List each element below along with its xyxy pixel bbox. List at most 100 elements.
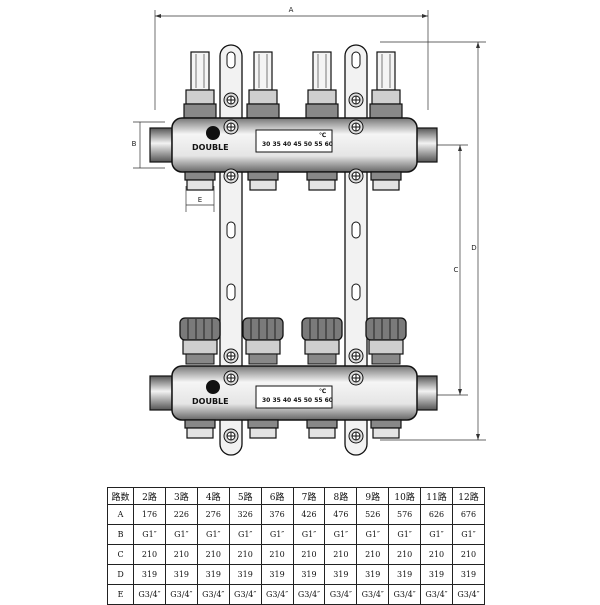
dim-label-c: C bbox=[454, 266, 459, 274]
table-cell: G1″ bbox=[324, 524, 358, 545]
table-cell: 476 bbox=[324, 504, 358, 525]
row-label-cell: D bbox=[106, 564, 135, 585]
table-cell: 176 bbox=[133, 504, 166, 525]
table-cell: G3/4″ bbox=[164, 584, 198, 605]
brand-logo-top: DOUBLE bbox=[192, 143, 229, 152]
outlet-1 bbox=[184, 171, 216, 191]
table-cell: G1″ bbox=[196, 524, 230, 545]
table-cell: 376 bbox=[260, 504, 294, 525]
table-cell: 210 bbox=[260, 544, 294, 565]
valve-handwheel-3 bbox=[301, 317, 343, 365]
header-cell-ways: 2路 bbox=[133, 487, 166, 505]
table-cell: 226 bbox=[164, 504, 198, 525]
row-label-cell: B bbox=[106, 524, 135, 545]
dim-label-b: B bbox=[132, 140, 137, 148]
table-cell: G1″ bbox=[356, 524, 390, 545]
dim-label-d: D bbox=[471, 244, 476, 252]
outlet-2 bbox=[247, 171, 279, 191]
row-label-cell: A bbox=[106, 504, 135, 525]
table-cell: 210 bbox=[356, 544, 390, 565]
return-outlet-4 bbox=[370, 419, 402, 439]
table-cell: G3/4″ bbox=[451, 584, 486, 605]
table-cell: 210 bbox=[420, 544, 453, 565]
table-cell: G3/4″ bbox=[228, 584, 262, 605]
header-cell-ways: 4路 bbox=[196, 487, 230, 505]
row-label-cell: E bbox=[106, 584, 135, 605]
flowmeter-4 bbox=[369, 51, 403, 127]
flowmeter-3 bbox=[305, 51, 339, 127]
table-cell: 210 bbox=[451, 544, 486, 565]
table-cell: 210 bbox=[388, 544, 422, 565]
table-cell: 319 bbox=[133, 564, 166, 585]
table-cell: 526 bbox=[356, 504, 390, 525]
table-cell: G1″ bbox=[388, 524, 422, 545]
row-label-cell: C bbox=[106, 544, 135, 565]
outlet-3 bbox=[306, 171, 338, 191]
flowmeter-1 bbox=[183, 51, 217, 127]
dim-label-a: A bbox=[289, 6, 294, 14]
valve-handwheel-2 bbox=[242, 317, 284, 365]
table-cell: G3/4″ bbox=[324, 584, 358, 605]
table-cell: G1″ bbox=[420, 524, 453, 545]
table-cell: 576 bbox=[388, 504, 422, 525]
table-cell: 676 bbox=[451, 504, 486, 525]
table-cell: G3/4″ bbox=[133, 584, 166, 605]
header-cell-ways: 7路 bbox=[292, 487, 326, 505]
header-cell-ways: 6路 bbox=[260, 487, 294, 505]
header-cell-ways: 11路 bbox=[420, 487, 453, 505]
temperature-scale-top: 30 35 40 45 50 55 60 bbox=[262, 141, 333, 148]
degree-unit-top: ℃ bbox=[319, 132, 326, 139]
temperature-scale-bottom: 30 35 40 45 50 55 60 bbox=[262, 397, 333, 404]
manifold-technical-drawing: A B E C D DOUBLE 30 35 40 45 50 55 60 ℃ bbox=[132, 6, 486, 456]
table-cell: 210 bbox=[228, 544, 262, 565]
table-cell: G3/4″ bbox=[196, 584, 230, 605]
table-cell: 210 bbox=[164, 544, 198, 565]
table-cell: 626 bbox=[420, 504, 453, 525]
header-cell-ways: 10路 bbox=[388, 487, 422, 505]
table-cell: G1″ bbox=[292, 524, 326, 545]
table-cell: 210 bbox=[324, 544, 358, 565]
table-cell: G3/4″ bbox=[292, 584, 326, 605]
header-cell-ways: 5路 bbox=[228, 487, 262, 505]
header-cell-ways: 8路 bbox=[324, 487, 358, 505]
table-cell: G1″ bbox=[228, 524, 262, 545]
table-cell: 319 bbox=[228, 564, 262, 585]
return-manifold-bottom: DOUBLE 30 35 40 45 50 55 60 ℃ bbox=[149, 317, 438, 444]
table-cell: 210 bbox=[292, 544, 326, 565]
header-cell-ways: 9路 bbox=[356, 487, 390, 505]
header-cell-label: 路数 bbox=[106, 487, 135, 505]
table-cell: G1″ bbox=[260, 524, 294, 545]
outlet-4 bbox=[370, 171, 402, 191]
table-cell: 276 bbox=[196, 504, 230, 525]
table-cell: 319 bbox=[420, 564, 453, 585]
flowmeter-2 bbox=[246, 51, 280, 127]
table-cell: 326 bbox=[228, 504, 262, 525]
table-cell: 319 bbox=[356, 564, 390, 585]
table-cell: 319 bbox=[324, 564, 358, 585]
return-outlet-3 bbox=[306, 419, 338, 439]
header-cell-ways: 3路 bbox=[164, 487, 198, 505]
header-cell-ways: 12路 bbox=[451, 487, 486, 505]
table-cell: 426 bbox=[292, 504, 326, 525]
table-cell: G3/4″ bbox=[388, 584, 422, 605]
table-cell: G1″ bbox=[164, 524, 198, 545]
table-cell: G3/4″ bbox=[356, 584, 390, 605]
table-cell: G1″ bbox=[133, 524, 166, 545]
table-cell: 319 bbox=[292, 564, 326, 585]
table-cell: G3/4″ bbox=[260, 584, 294, 605]
table-cell: G3/4″ bbox=[420, 584, 453, 605]
table-cell: 319 bbox=[260, 564, 294, 585]
valve-handwheel-1 bbox=[179, 317, 221, 365]
degree-unit-bottom: ℃ bbox=[319, 388, 326, 395]
table-cell: 210 bbox=[196, 544, 230, 565]
table-cell: 319 bbox=[451, 564, 486, 585]
table-cell: G1″ bbox=[451, 524, 486, 545]
